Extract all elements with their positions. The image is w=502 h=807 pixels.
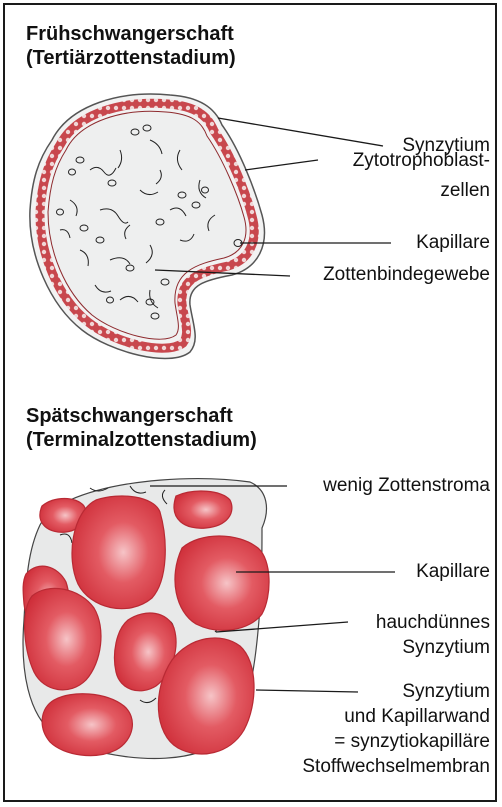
late-capillary-8 xyxy=(42,694,132,756)
late-capillary-kapillare xyxy=(175,536,269,630)
label-hauchduennes-2: Synzytium xyxy=(300,637,490,659)
label-wenig-zottenstroma: wenig Zottenstroma xyxy=(280,475,490,497)
late-capillary-2 xyxy=(72,496,165,609)
late-capillary-3 xyxy=(174,491,232,528)
late-capillary-5 xyxy=(25,588,101,690)
label-membran-3: = synzytiokapilläre xyxy=(260,731,490,753)
label-zytotrophoblast-1: Zytotrophoblast- xyxy=(300,150,490,172)
label-membran-1: Synzytium xyxy=(280,681,490,703)
label-membran-2: und Kapillarwand xyxy=(280,706,490,728)
early-villus xyxy=(30,94,265,358)
label-kapillare-early: Kapillare xyxy=(340,232,490,254)
label-zottenbindegewebe: Zottenbindegewebe xyxy=(280,264,490,286)
label-hauchduennes-1: hauchdünnes xyxy=(300,612,490,634)
label-zytotrophoblast-2: zellen xyxy=(300,180,490,202)
label-membran-4: Stoffwechselmembran xyxy=(260,756,490,778)
label-kapillare-late: Kapillare xyxy=(340,561,490,583)
late-villus xyxy=(23,479,269,759)
